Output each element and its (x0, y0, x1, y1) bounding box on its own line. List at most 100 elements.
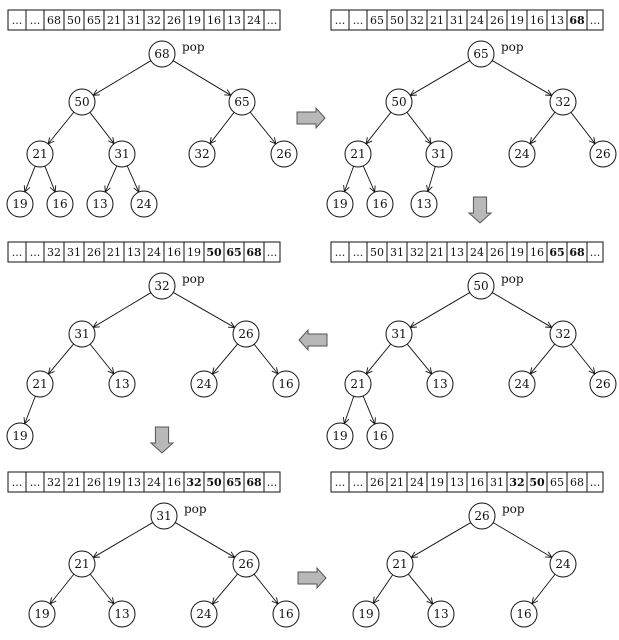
tree-node: 32 (549, 320, 577, 348)
array-cell-value: 19 (510, 14, 524, 27)
tree-node: 19 (326, 422, 354, 450)
array-cell-value: 26 (87, 476, 101, 489)
tree-node-circle (190, 370, 218, 398)
array-cell-value: ... (12, 476, 23, 489)
array-cell-value: ... (590, 246, 601, 259)
array-cell-value: 16 (167, 476, 181, 489)
tree-node-value: 50 (391, 95, 406, 109)
tree-node: 21 (344, 140, 372, 168)
tree-edge (343, 396, 355, 424)
tree-node: 50 (68, 88, 96, 116)
tree-node-value: 50 (473, 279, 488, 293)
array-cell-value: ... (267, 476, 278, 489)
array-cell-value: 32 (47, 246, 61, 259)
tree-node-circle (386, 550, 414, 578)
tree-node-circle (366, 422, 394, 450)
array-cell (586, 471, 604, 493)
tree-edge-arrowhead (545, 551, 553, 558)
tree-node: 21 (26, 140, 54, 168)
tree-node-circle (270, 140, 298, 168)
tree-node: 24 (190, 370, 218, 398)
array-cell-value: ... (30, 476, 41, 489)
tree-edge (362, 395, 376, 425)
array-cell-value: 68 (246, 476, 262, 489)
array-cell-value: 19 (187, 14, 201, 27)
tree-node: 21 (68, 550, 96, 578)
tree-edge (44, 165, 56, 193)
array-cell-value: 50 (206, 476, 222, 489)
array-cell-value: ... (12, 14, 23, 27)
tree-node-circle (589, 140, 617, 168)
tree-node-value: 26 (474, 509, 489, 523)
tree-node: 65 (467, 40, 495, 68)
tree-edges (372, 522, 556, 605)
tree-edge (362, 165, 376, 193)
tree-node-circle (228, 88, 256, 116)
tree-node-value: 26 (595, 147, 610, 161)
tree-node-value: 31 (114, 147, 129, 161)
tree-edge (89, 112, 115, 144)
tree-node: 50 (385, 88, 413, 116)
tree-node-value: 19 (332, 197, 347, 211)
array-cell-value: ... (590, 476, 601, 489)
tree-node-circle (26, 370, 54, 398)
array-cell-value: ... (590, 14, 601, 27)
step-arrow-down (149, 426, 175, 454)
tree-node-circle (427, 600, 455, 628)
array-cell-value: 26 (490, 246, 504, 259)
tree-edge (531, 573, 556, 605)
tree-node: 32 (549, 88, 577, 116)
tree-node-circle (549, 320, 577, 348)
tree-node-circle (467, 272, 495, 300)
tree-node-value: 24 (136, 197, 152, 211)
tree-node: 26 (589, 140, 617, 168)
array-cell-value: ... (335, 246, 346, 259)
tree-node-value: 26 (276, 147, 291, 161)
tree-node-value: 19 (358, 607, 373, 621)
tree-node: 31 (108, 140, 136, 168)
tree-node-circle (385, 88, 413, 116)
array-cell-value: 21 (430, 246, 444, 259)
tree-node-circle (6, 422, 34, 450)
tree-node-circle (68, 88, 96, 116)
tree-node-circle (148, 40, 176, 68)
array-cell-value: 13 (550, 14, 564, 27)
pop-label: pop (182, 272, 205, 286)
tree-edge (173, 292, 235, 328)
tree-edge (48, 343, 74, 375)
tree-node-circle (385, 320, 413, 348)
array-cell-value: 21 (107, 246, 121, 259)
tree-node: 31 (68, 320, 96, 348)
tree-node-circle (68, 320, 96, 348)
array-cell-value: 21 (390, 476, 404, 489)
tree-node-value: 19 (12, 197, 27, 211)
array-cell (586, 241, 604, 263)
tree-node-circle (232, 320, 260, 348)
array-cell (586, 9, 604, 31)
tree-node-value: 21 (32, 147, 47, 161)
tree-node-value: 21 (350, 147, 365, 161)
array-cell-value: 68 (569, 246, 585, 259)
array-cell-value: 32 (47, 476, 61, 489)
tree-node-value: 32 (555, 327, 570, 341)
tree-node: 26 (468, 502, 496, 530)
tree-node: 13 (426, 370, 454, 398)
tree-node: 16 (366, 190, 394, 218)
tree-node: 21 (386, 550, 414, 578)
array-cell-value: ... (267, 14, 278, 27)
tree-node: 13 (427, 600, 455, 628)
tree-node-value: 16 (516, 607, 531, 621)
array-cell-value: 31 (390, 246, 404, 259)
step-arrow-right (297, 566, 327, 590)
tree-node-value: 24 (555, 557, 571, 571)
array-cell-value: 24 (410, 476, 424, 489)
array-cell-value: 26 (167, 14, 181, 27)
tree-node-circle (108, 370, 136, 398)
tree-node: 21 (26, 370, 54, 398)
array-cell-value: ... (30, 246, 41, 259)
tree-edge (343, 166, 355, 192)
